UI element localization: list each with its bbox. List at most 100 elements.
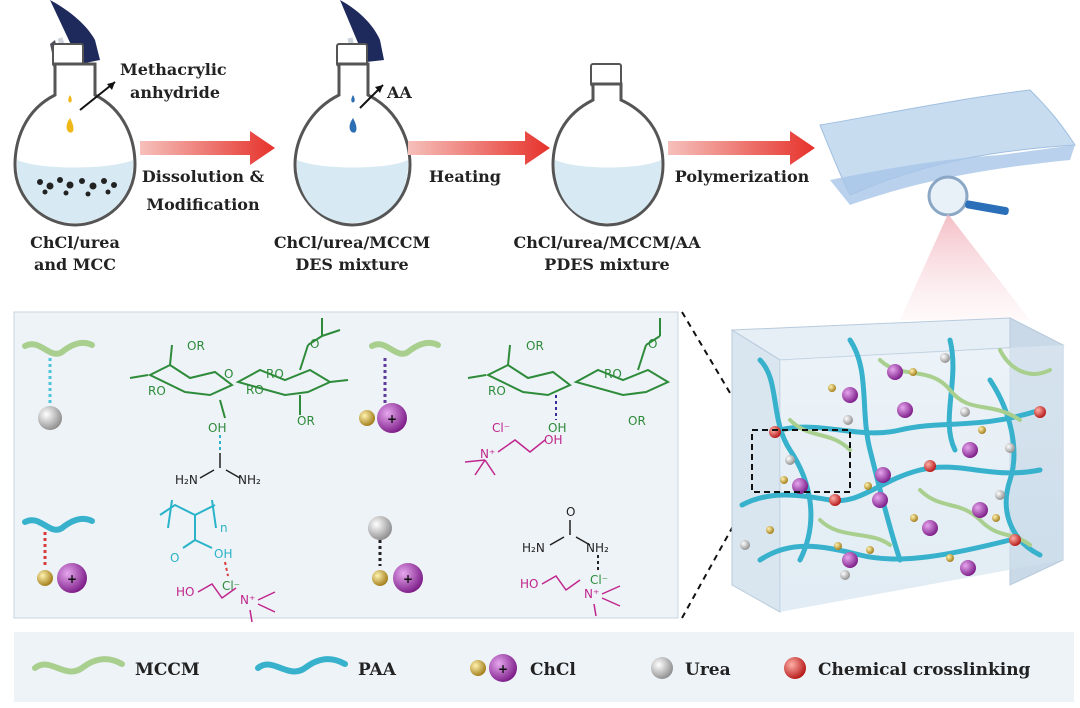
crosslink-node — [1034, 406, 1046, 418]
choline-structure-2: Cl⁻ HO N⁺ — [176, 579, 276, 623]
legend-chcl-label: ChCl — [530, 660, 576, 680]
pipette-hand-2 — [340, 0, 384, 62]
label-or-4: OR — [628, 414, 646, 428]
drop-large-1 — [66, 118, 74, 133]
plus-2: + — [67, 572, 77, 586]
legend-mccm-icon — [32, 656, 125, 675]
panel-background — [13, 311, 679, 619]
flask-des: AA ChCl/urea/MCCM DES mixture — [274, 0, 430, 274]
interaction-paa-chcl: + — [22, 515, 95, 593]
label-o-2: O — [310, 337, 319, 351]
legend-paa-icon — [255, 656, 348, 675]
label-o-3: O — [648, 337, 657, 351]
urea-h2n-1: H₂N — [175, 473, 198, 487]
n-plus-label-1: N⁺ — [480, 447, 495, 461]
drop-small-1 — [68, 95, 72, 103]
mccm-chains — [788, 348, 1052, 547]
urea-ball-1 — [38, 406, 62, 430]
legend-urea-label: Urea — [685, 660, 731, 680]
crosslink-node — [829, 494, 841, 506]
film-sheet — [819, 89, 1076, 217]
arrow-heating: Heating — [408, 131, 550, 186]
arrow-polymerization: Polymerization — [668, 131, 815, 186]
magnifier-icon — [927, 175, 969, 217]
crosslink-node — [769, 426, 781, 438]
structure-paa — [159, 499, 217, 549]
paa-oh-label: OH — [214, 547, 232, 561]
urea-o-label: O — [566, 505, 575, 519]
interaction-mccm-chcl: + — [359, 339, 441, 433]
urea-structure-2: O H₂N NH₂ — [522, 505, 609, 572]
reagent-1-line-1: Methacrylic — [120, 60, 227, 79]
interaction-panel: OR RO O RO O RO OH OR H₂N NH₂ + — [13, 311, 679, 623]
label-or-1: OR — [187, 339, 205, 353]
chcl-cation-ball-3 — [372, 570, 388, 586]
interaction-urea-chcl: + — [368, 516, 423, 593]
chcl-anion-ball-1 — [377, 403, 407, 433]
arrow-1-label-line-1: Dissolution & — [142, 167, 265, 186]
flask-2-label-line-2: DES mixture — [295, 255, 408, 274]
magnifier-handle — [965, 200, 1009, 216]
structure-cellulose-labels: OR RO O RO O RO OH OR — [148, 337, 319, 435]
paa-n-sub: n — [220, 521, 228, 535]
drop-large-2 — [349, 118, 357, 133]
label-or-3: OR — [526, 339, 544, 353]
flask-2-label-line-1: ChCl/urea/MCCM — [274, 233, 430, 252]
flask-mcc: Methacrylic anhydride ChCl/urea and MCC — [13, 0, 227, 274]
reagent-2-label: AA — [386, 83, 412, 102]
label-ro-4: RO — [488, 384, 506, 398]
ho-label-2: HO — [520, 577, 538, 591]
flask-1-label-line-2: and MCC — [34, 255, 116, 274]
pipette-hand-1 — [50, 0, 100, 64]
urea-structure-1: H₂N NH₂ — [175, 453, 261, 487]
label-oh-2: OH — [548, 421, 566, 435]
arrow-1-label-line-2: Modification — [146, 195, 260, 214]
arrow-dissolution: Dissolution & Modification — [140, 131, 275, 214]
legend-mccm-label: MCCM — [135, 660, 200, 680]
chcl-cation-ball-1 — [359, 410, 375, 426]
legend-chcl-cation-icon — [470, 660, 486, 676]
cl-label-3: Cl⁻ — [590, 573, 608, 587]
flask-3-label-line-1: ChCl/urea/MCCM/AA — [513, 233, 701, 252]
interaction-mccm-urea — [22, 339, 95, 430]
structure-cellulose-chcl — [467, 318, 671, 397]
zoom-line-bottom — [681, 491, 753, 619]
crosslink-node — [924, 460, 936, 472]
flask-3-label-line-2: PDES mixture — [544, 255, 669, 274]
zoom-beam — [900, 214, 1030, 320]
label-ro-2: RO — [266, 367, 284, 381]
network-box — [730, 317, 1065, 613]
structure-cellulose-urea — [129, 318, 349, 419]
drop-small-2 — [351, 95, 355, 103]
reagent-1-line-2: anhydride — [130, 83, 220, 102]
flask-1-liquid — [16, 160, 134, 223]
oh-label-choline-1: OH — [544, 433, 562, 447]
label-oh-1: OH — [208, 421, 226, 435]
chcl-anion-ball-3 — [393, 563, 423, 593]
legend: MCCM PAA + ChCl Urea Chemical crosslinki… — [14, 632, 1074, 702]
label-ro-3: RO — [246, 383, 264, 397]
arrow-2-label: Heating — [429, 167, 501, 186]
legend-background — [14, 632, 1074, 702]
urea-nh2-1: NH₂ — [238, 473, 261, 487]
chcl-anion-ball-2 — [57, 563, 87, 593]
legend-plus: + — [498, 662, 508, 676]
n-plus-label-3: N⁺ — [584, 587, 599, 601]
urea-particles — [740, 353, 1015, 580]
legend-paa-label: PAA — [358, 660, 397, 680]
plus-1: + — [387, 412, 397, 426]
label-ro-5: RO — [604, 367, 622, 381]
choline-structure-3: Cl⁻ HO N⁺ — [520, 573, 621, 617]
label-or-2: OR — [297, 414, 315, 428]
legend-crosslink-label: Chemical crosslinking — [818, 660, 1031, 680]
chcl-cation-ball-2 — [37, 570, 53, 586]
label-o-1: O — [224, 367, 233, 381]
legend-crosslink-icon — [784, 657, 806, 679]
arrow-to-reagent-1 — [79, 81, 116, 111]
mcc-particles — [37, 177, 117, 197]
flask-pdes: ChCl/urea/MCCM/AA PDES mixture — [513, 63, 701, 274]
plus-3: + — [403, 572, 413, 586]
paa-o-label: O — [170, 551, 179, 565]
urea-h2n-2: H₂N — [522, 541, 545, 555]
